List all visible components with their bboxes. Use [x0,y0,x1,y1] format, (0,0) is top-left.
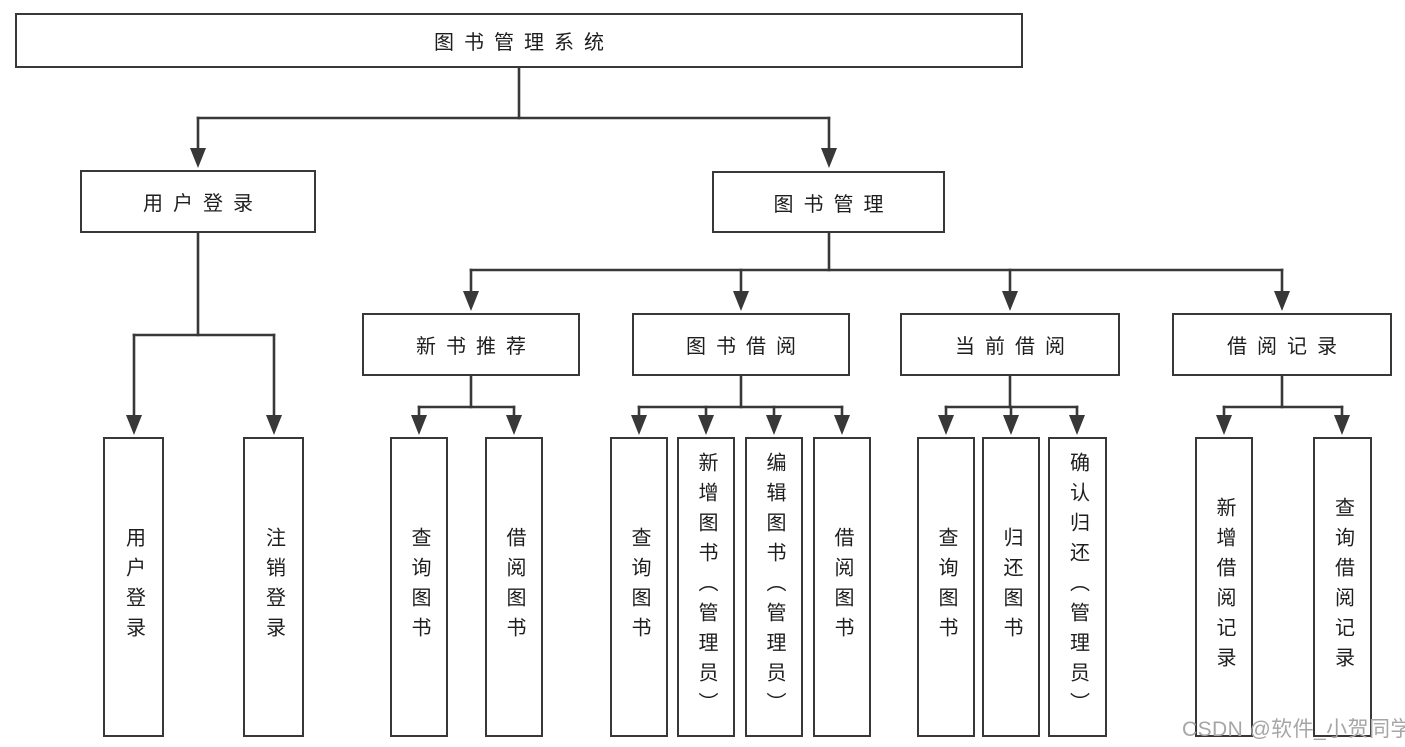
node-leaf-logout-label: 注销登录 [262,527,285,647]
node-leaf-query-book-3-label: 查询图书 [935,527,957,647]
node-root-label: 图书管理系统 [434,32,614,54]
node-book-borrow-label: 图书借阅 [686,336,806,358]
node-current-borrow-label: 当前借阅 [955,336,1075,358]
node-leaf-query-book-1-label: 查询图书 [408,527,430,647]
node-root: 图书管理系统 [15,13,1023,68]
node-leaf-borrow-book-1-label: 借阅图书 [503,527,525,647]
node-leaf-edit-book-admin: 编辑图书（管理员） [745,437,803,737]
node-leaf-return-book: 归还图书 [982,437,1040,737]
node-borrow-record: 借阅记录 [1172,313,1392,376]
node-user-login-label: 用户登录 [143,193,263,215]
node-new-book-recommend: 新书推荐 [362,313,580,376]
node-current-borrow: 当前借阅 [900,313,1120,376]
node-leaf-query-book-2: 查询图书 [610,437,668,737]
node-leaf-borrow-book-1: 借阅图书 [485,437,543,737]
node-leaf-logout: 注销登录 [243,437,304,737]
node-borrow-record-label: 借阅记录 [1227,336,1347,358]
node-leaf-add-borrow-record-label: 新增借阅记录 [1213,497,1235,677]
node-leaf-query-book-2-label: 查询图书 [628,527,650,647]
node-leaf-query-book-3: 查询图书 [917,437,975,737]
node-leaf-return-book-label: 归还图书 [1000,527,1022,647]
node-leaf-confirm-return-admin: 确认归还（管理员） [1048,437,1107,737]
node-leaf-query-book-1: 查询图书 [390,437,448,737]
node-user-login: 用户登录 [80,170,316,233]
node-leaf-query-borrow-record-label: 查询借阅记录 [1331,497,1354,677]
node-leaf-add-book-admin: 新增图书（管理员） [677,437,735,737]
node-leaf-borrow-book-2-label: 借阅图书 [831,527,853,647]
node-leaf-user-login: 用户登录 [103,437,164,737]
node-leaf-add-book-admin-label: 新增图书（管理员） [695,452,717,722]
node-leaf-confirm-return-admin-label: 确认归还（管理员） [1066,452,1089,722]
node-book-management: 图书管理 [712,171,945,233]
watermark: CSDN @软件_小贺同学 [1182,718,1405,741]
node-leaf-user-login-label: 用户登录 [122,527,145,647]
node-book-management-label: 图书管理 [773,193,894,216]
node-leaf-edit-book-admin-label: 编辑图书（管理员） [763,452,785,722]
node-leaf-add-borrow-record: 新增借阅记录 [1195,437,1253,737]
node-leaf-borrow-book-2: 借阅图书 [813,437,871,737]
node-leaf-query-borrow-record: 查询借阅记录 [1313,437,1372,737]
node-new-book-recommend-label: 新书推荐 [416,336,536,358]
node-book-borrow: 图书借阅 [632,313,850,376]
